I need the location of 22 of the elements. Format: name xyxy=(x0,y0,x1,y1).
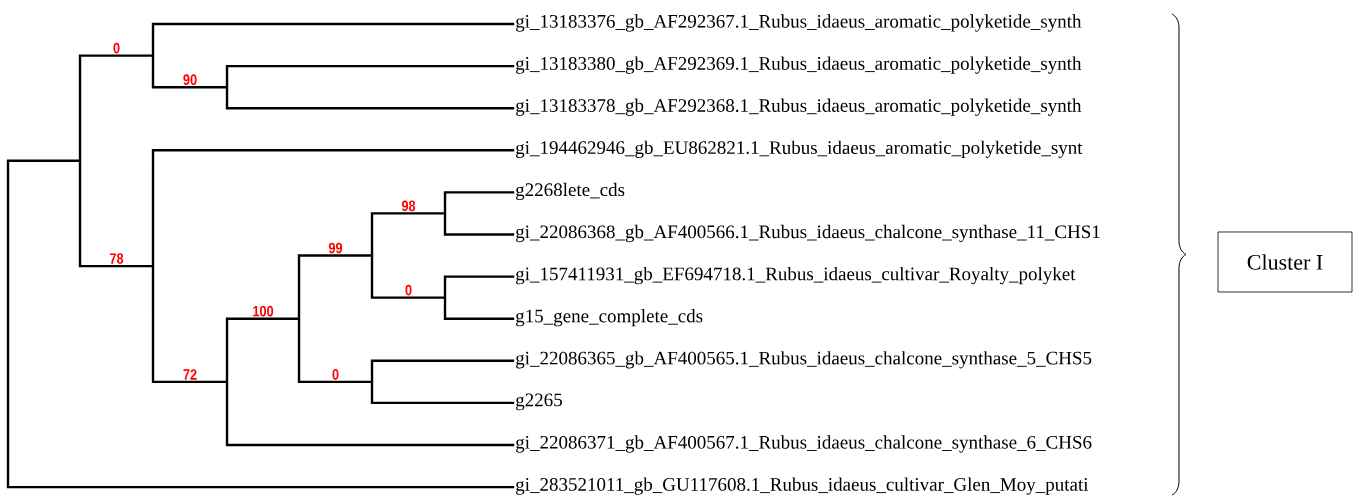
sequence-label: gi_22086365_gb_AF400565.1_Rubus_idaeus_chalcone_synthase_5_CHS5 xyxy=(516,351,1092,369)
sequence-label: gi_194462946_gb_EU862821.1_Rubus_idaeus_aromatic_polyketide_synt xyxy=(516,140,1083,158)
bootstrap-value: 0 xyxy=(405,284,412,296)
bootstrap-value: 90 xyxy=(183,74,197,85)
bootstrap-value: 98 xyxy=(401,200,416,212)
sequence-label: g2265 xyxy=(516,393,562,411)
cluster-box: Cluster I xyxy=(1217,231,1353,293)
bootstrap-value: 100 xyxy=(253,305,274,317)
sequence-label: gi_22086368_gb_AF400566.1_Rubus_idaeus_chalcone_synthase_11_CHS1 xyxy=(516,224,1100,243)
sequence-label: gi_13183380_gb_AF292369.1_Rubus_idaeus_aromatic_polyketide_synth xyxy=(516,56,1082,74)
sequence-label: gi_13183378_gb_AF292368.1_Rubus_idaeus_aromatic_polyketide_synth xyxy=(516,98,1082,116)
bootstrap-value: 99 xyxy=(328,242,343,254)
sequence-label: g15_gene_complete_cds xyxy=(516,309,703,327)
bootstrap-value: 0 xyxy=(113,42,120,54)
bootstrap-value: 72 xyxy=(183,369,197,380)
sequence-label: gi_157411931_gb_EF694718.1_Rubus_idaeus_cultivar_Royalty_polyket xyxy=(516,266,1076,285)
sequence-label: gi_22086371_gb_AF400567.1_Rubus_idaeus_chalcone_synthase_6_CHS6 xyxy=(516,435,1092,453)
sequence-label: gi_13183376_gb_AF292367.1_Rubus_idaeus_aromatic_polyketide_synth xyxy=(516,14,1082,32)
bootstrap-value: 0 xyxy=(332,369,339,380)
sequence-label: gi_283521011_gb_GU117608.1_Rubus_idaeus_cultivar_Glen_Moy_putati xyxy=(516,477,1089,495)
sequence-label: g2268lete_cds xyxy=(516,182,625,201)
bootstrap-value: 78 xyxy=(110,253,124,264)
